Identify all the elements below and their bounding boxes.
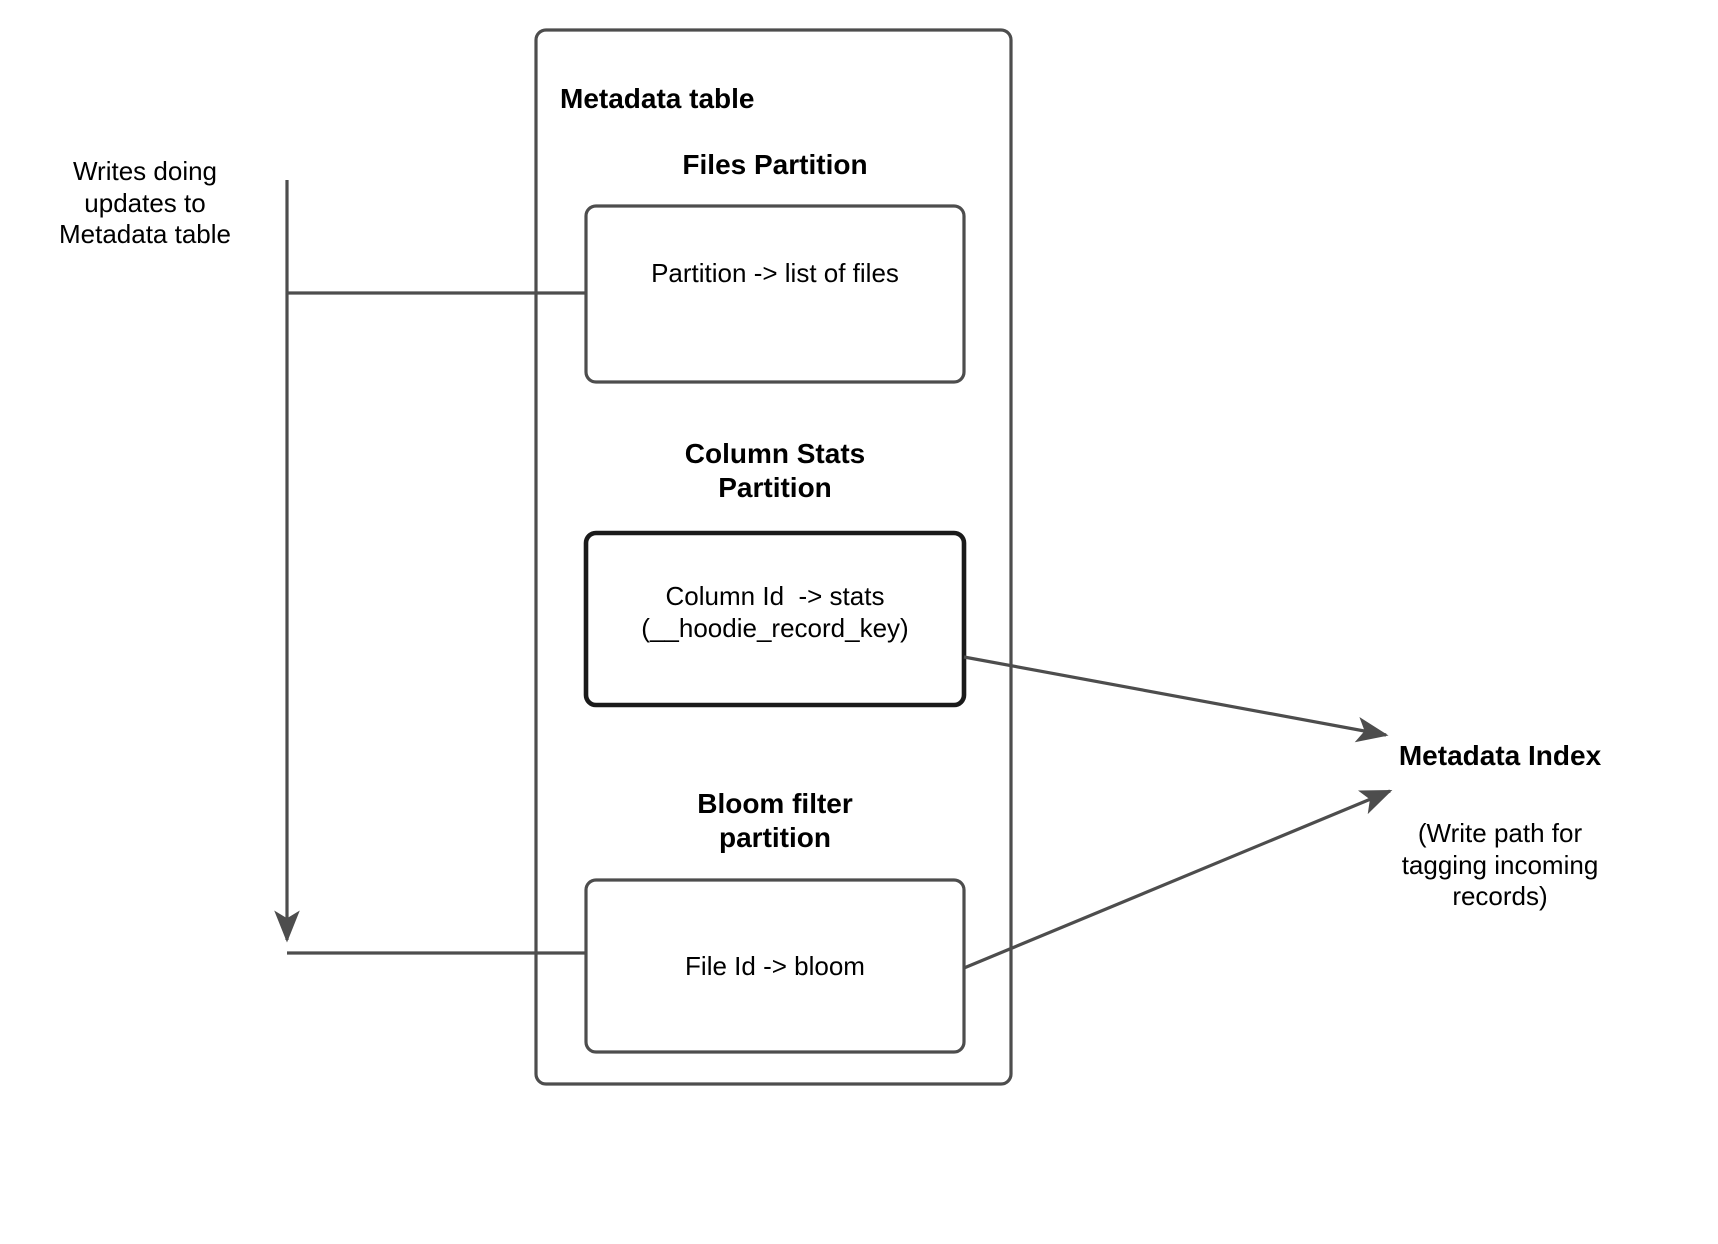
metadata-index-caption: (Write path for tagging incoming records… <box>1401 818 1599 912</box>
column-stats-to-index-arrow <box>963 655 1389 743</box>
bloom-filter-partition-heading: Bloom filter partition <box>697 788 853 854</box>
files-partition-box-text: Partition -> list of files <box>651 258 899 288</box>
metadata-index-title: Metadata Index <box>1398 740 1602 771</box>
metadata-table-title: Metadata table <box>560 83 755 114</box>
writes-annotation-label: Writes doing updates to Metadata table <box>58 156 231 250</box>
column-stats-partition-box-text: Column Id -> stats (__hoodie_record_key) <box>641 581 909 643</box>
column-stats-partition-heading: Column Stats Partition <box>684 438 866 504</box>
bloom-filter-partition-box-text: File Id -> bloom <box>685 951 865 981</box>
metadata-table-container <box>534 28 1013 1086</box>
files-partition-heading: Files Partition <box>682 149 868 180</box>
files-partition-box <box>584 204 966 384</box>
